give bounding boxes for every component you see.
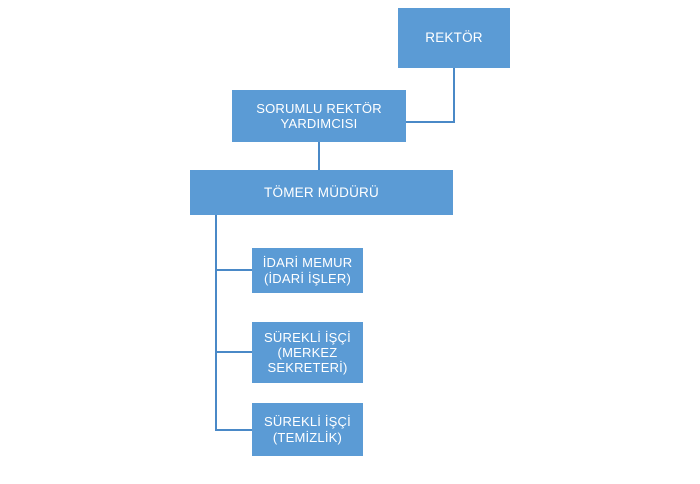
org-node-rektor[interactable]: REKTÖR [398, 8, 510, 68]
connector-rektor-horizontal [405, 121, 455, 123]
org-node-surekli-isci-temizlik-label: SÜREKLİ İŞÇİ (TEMİZLİK) [264, 414, 351, 445]
org-node-sorumlu-rektor-yardimcisi[interactable]: SORUMLU REKTÖR YARDIMCISI [232, 90, 406, 142]
org-node-surekli-isci-merkez-label: SÜREKLİ İŞÇİ (MERKEZ SEKRETERİ) [264, 329, 351, 376]
org-node-tomer-muduru-label: TÖMER MÜDÜRÜ [264, 184, 379, 200]
org-node-rektor-label: REKTÖR [425, 30, 483, 46]
connector-tomer-trunk [215, 215, 217, 430]
connector-stub-surekli-isci-temizlik [215, 429, 253, 431]
org-node-idari-memur-label: İDARİ MEMUR (İDARİ İŞLER) [262, 255, 353, 286]
org-node-sorumlu-rektor-yardimcisi-label: SORUMLU REKTÖR YARDIMCISI [256, 100, 382, 131]
org-node-idari-memur[interactable]: İDARİ MEMUR (İDARİ İŞLER) [252, 248, 363, 293]
connector-stub-idari-memur [215, 269, 253, 271]
connector-stub-surekli-isci-merkez [215, 351, 253, 353]
org-node-surekli-isci-merkez[interactable]: SÜREKLİ İŞÇİ (MERKEZ SEKRETERİ) [252, 322, 363, 383]
connector-sorumlu-to-tomer [318, 142, 320, 170]
org-node-surekli-isci-temizlik[interactable]: SÜREKLİ İŞÇİ (TEMİZLİK) [252, 403, 363, 456]
connector-rektor-vertical [453, 68, 455, 123]
org-node-tomer-muduru[interactable]: TÖMER MÜDÜRÜ [190, 170, 453, 215]
